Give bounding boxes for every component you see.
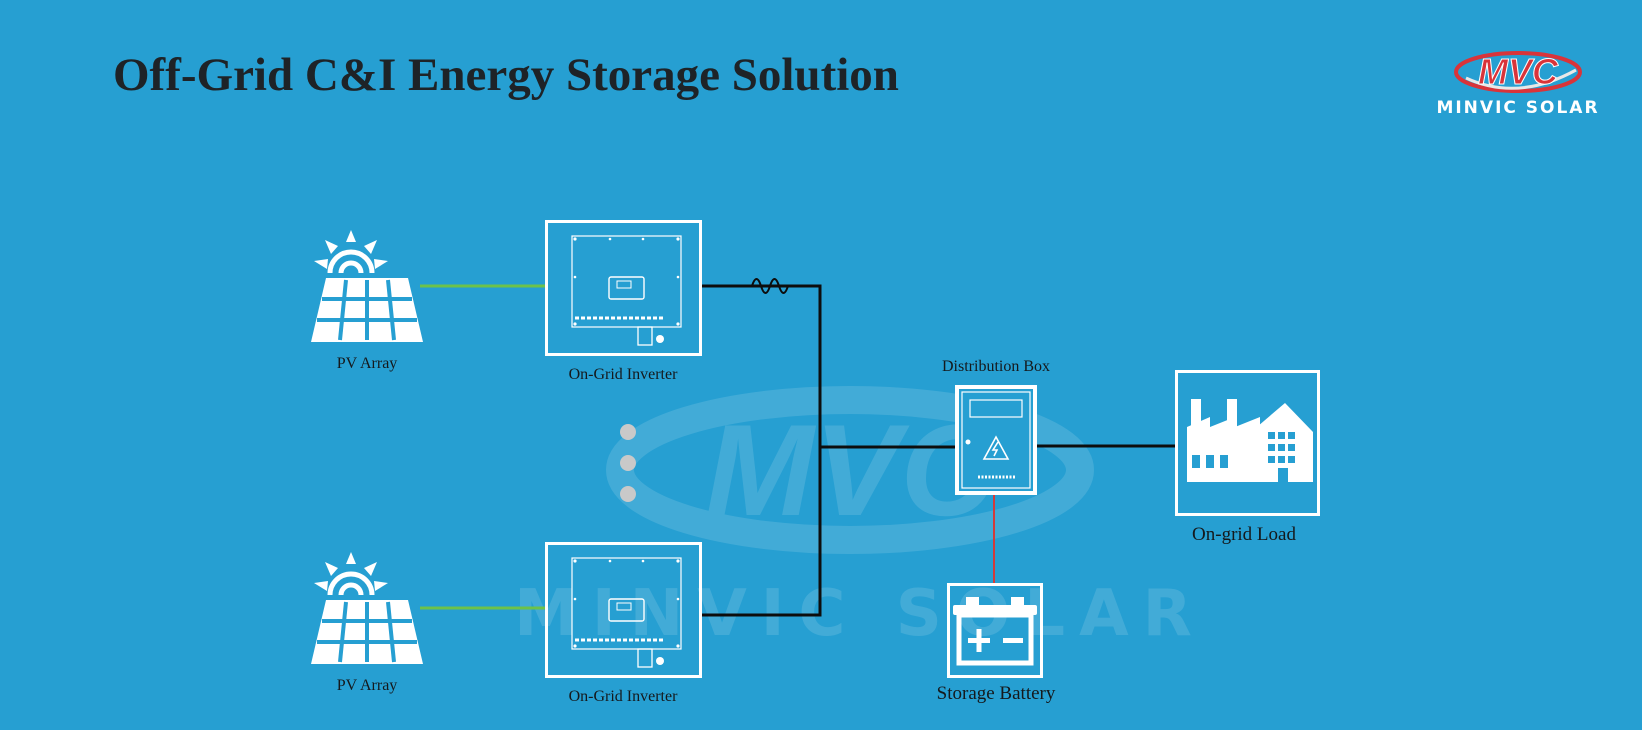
node-label-storage-battery: Storage Battery xyxy=(936,683,1056,704)
node-label-distribution-box: Distribution Box xyxy=(941,358,1051,375)
node-label-pv-array-1: PV Array xyxy=(336,355,398,372)
factory-icon xyxy=(1175,370,1320,516)
battery-icon xyxy=(947,583,1043,678)
minvic-solar-logo: MVC MINVIC SOLAR xyxy=(1436,51,1599,119)
solar-panel-icon xyxy=(311,552,423,664)
watermark: MVC MINVIC SOLAR xyxy=(514,386,1206,651)
distribution-box-icon xyxy=(955,385,1037,495)
watermark-brand: MINVIC SOLAR xyxy=(514,577,1206,651)
inverter-icon xyxy=(545,220,702,356)
watermark-mark: MVC xyxy=(706,397,997,543)
node-label-inverter-1: On-Grid Inverter xyxy=(568,366,678,383)
node-label-inverter-2: On-Grid Inverter xyxy=(568,688,678,705)
inverter-icon xyxy=(545,542,702,678)
solar-panel-icon xyxy=(311,230,423,342)
logo-mark: MVC xyxy=(1478,51,1559,92)
more-dots-icon xyxy=(620,424,636,502)
ac-wave-icon xyxy=(751,278,789,294)
page-title: Off-Grid C&I Energy Storage Solution xyxy=(113,49,899,101)
logo-brand: MINVIC SOLAR xyxy=(1436,98,1599,118)
node-label-pv-array-2: PV Array xyxy=(336,677,398,694)
node-label-load: On-grid Load xyxy=(1192,524,1296,545)
